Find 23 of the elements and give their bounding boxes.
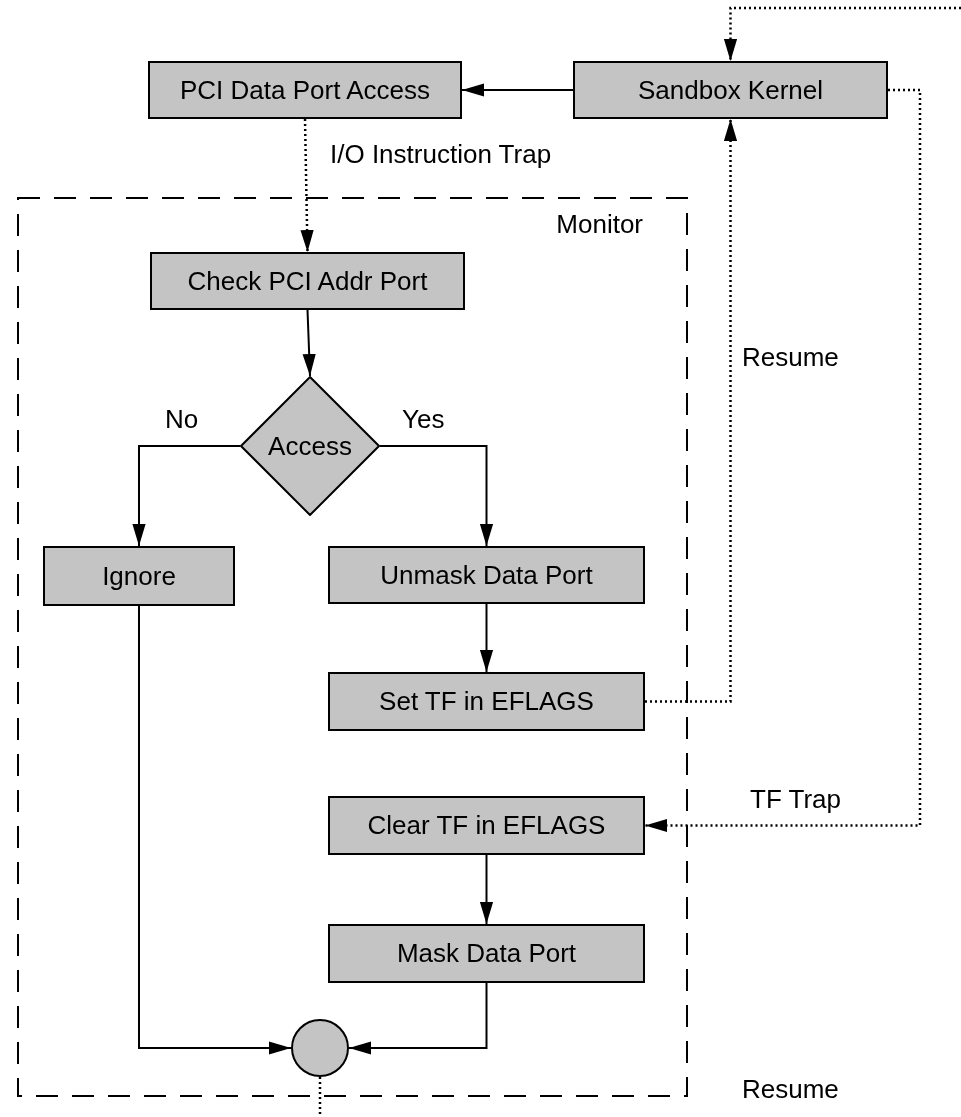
process-box: Sandbox Kernel: [573, 61, 888, 119]
arrow: [138, 605, 292, 1055]
arrow: [461, 83, 574, 97]
process-box: Set TF in EFLAGS: [328, 672, 645, 731]
process-box: Clear TF in EFLAGS: [328, 796, 645, 855]
arrow: [300, 118, 314, 253]
arrow: [302, 309, 316, 377]
arrow: [479, 854, 494, 925]
monitor-boundary: [17, 197, 688, 1097]
process-box: PCI Data Port Access: [148, 61, 462, 119]
process-box: Mask Data Port: [328, 924, 645, 983]
arrow: [132, 445, 241, 547]
process-box: Check PCI Addr Port: [150, 252, 465, 310]
arrow: [723, 6, 961, 61]
process-box: Unmask Data Port: [328, 546, 645, 604]
arrow: [479, 603, 494, 673]
arrow: [348, 982, 488, 1055]
arrow: [379, 445, 494, 547]
junction-circle: [291, 1019, 349, 1077]
arrow: [645, 88, 922, 833]
process-box: Ignore: [43, 546, 235, 606]
group-label: Monitor: [556, 209, 643, 240]
decision-diamond: Access: [240, 376, 380, 516]
